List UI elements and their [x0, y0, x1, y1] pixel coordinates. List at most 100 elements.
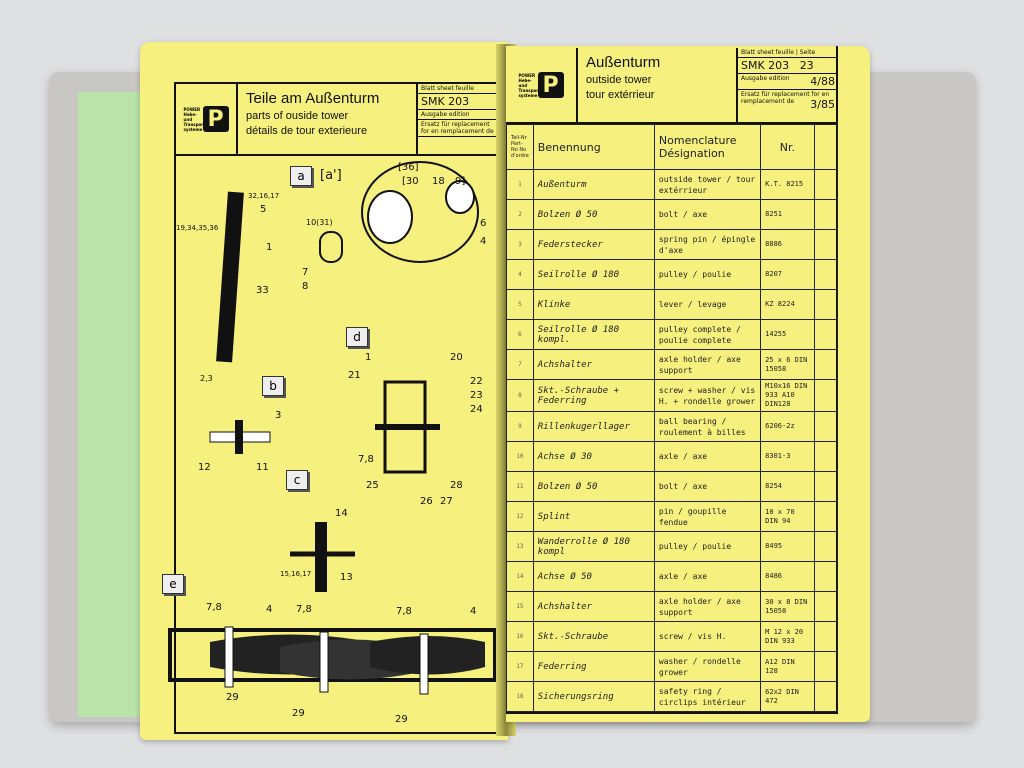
designation: pulley / poulie [653, 531, 762, 562]
empty-cell [813, 561, 839, 592]
part-name: Skt.-Schraube + Federring [532, 379, 655, 412]
table-header: Teil-Nr Part-No No d'ordre Benennung Nom… [506, 124, 839, 170]
title-de: Teile am Außenturm [246, 90, 380, 107]
part-name: Federstecker [532, 229, 655, 260]
title-de: Außenturm [586, 54, 661, 71]
part-name: Splint [532, 501, 655, 532]
empty-cell [813, 379, 839, 412]
part-number: 9 [506, 411, 534, 442]
callout: 4 [480, 236, 487, 247]
callout: 12 [198, 462, 211, 473]
empty-cell [813, 621, 839, 652]
sheet-meta: Blatt sheet feuille | Seite SMK 203 23 A… [736, 48, 838, 122]
part-name: Federring [532, 651, 655, 682]
part-number: 15 [506, 591, 534, 622]
part-name: Achse Ø 50 [532, 561, 655, 592]
title-fr: tour extérrieur [586, 89, 655, 101]
technical-drawing [168, 161, 497, 695]
empty-cell [813, 441, 839, 472]
empty-cell [813, 229, 839, 260]
empty-cell [813, 651, 839, 682]
designation: axle holder / axe support [653, 591, 762, 622]
edition: 4/88 [810, 75, 835, 88]
designation: pulley complete / poulie complete [653, 319, 762, 350]
view-label-a-prime: [a'] [320, 168, 342, 183]
order-number: 10 x 70 DIN 94 [760, 501, 815, 532]
order-number: 25 x 6 DIN 15058 [760, 349, 815, 380]
callout: 4 [266, 604, 273, 615]
callout: 4 [470, 606, 477, 617]
part-number: 13 [506, 531, 534, 562]
part-name: Achse Ø 30 [532, 441, 655, 472]
part-number: 17 [506, 651, 534, 682]
part-name: Skt.-Schraube [532, 621, 655, 652]
callout: 2,3 [200, 374, 213, 383]
callout: 27 [440, 496, 453, 507]
part-number: 5 [506, 289, 534, 320]
part-name: Seilrolle Ø 180 [532, 259, 655, 290]
callout: 10(31) [306, 218, 333, 227]
designation: screw + washer / vis H. + rondelle growe… [653, 379, 762, 412]
callout: 7,8 [206, 602, 222, 613]
callout: 24 [470, 404, 483, 415]
callout: 33 [256, 285, 269, 296]
order-number: 8301-3 [760, 441, 815, 472]
empty-cell [813, 169, 839, 200]
order-number: 6206-2z [760, 411, 815, 442]
designation: pin / goupille fendue [653, 501, 762, 532]
callout: 11 [256, 462, 269, 473]
callout: 7,8 [396, 606, 412, 617]
designation: bolt / axe [653, 199, 762, 230]
empty-cell [813, 199, 839, 230]
sheet-meta: Blatt sheet feuille SMK 203 Ausgabe edit… [416, 84, 500, 154]
order-number: 8886 [760, 229, 815, 260]
designation: ball bearing / roulement à billes [653, 411, 762, 442]
callout: 18 [432, 176, 445, 187]
callout: 1 [365, 352, 372, 363]
designation: bolt / axe [653, 471, 762, 502]
callout: 7,8 [296, 604, 312, 615]
order-number: M10x16 DIN 933 A10 DIN128 [760, 379, 815, 412]
empty-cell [813, 471, 839, 502]
part-number: 7 [506, 349, 534, 380]
part-number: 6 [506, 319, 534, 350]
callout: 5 [260, 204, 267, 215]
empty-cell [813, 681, 839, 712]
view-label-c: c [286, 470, 308, 490]
part-number: 16 [506, 621, 534, 652]
part-number: 18 [506, 681, 534, 712]
callout: 1 [266, 242, 273, 253]
callout: 29 [226, 692, 239, 703]
order-number: KZ 8224 [760, 289, 815, 320]
title-en: parts of ouside tower [246, 110, 349, 122]
part-number: 11 [506, 471, 534, 502]
designation: washer / rondelle grower [653, 651, 762, 682]
part-name: Außenturm [532, 169, 655, 200]
callout: 13 [340, 572, 353, 583]
view-label-b: b [262, 376, 284, 396]
callout: 19,34,35,36 [176, 224, 219, 232]
callout: 7,8 [358, 454, 374, 465]
callout: 32,16,17 [248, 192, 280, 200]
callout: 28 [450, 480, 463, 491]
part-number: 12 [506, 501, 534, 532]
order-number: 62x2 DIN 472 [760, 681, 815, 712]
title-fr: détails de tour exterieure [246, 125, 368, 137]
order-number: 8486 [760, 561, 815, 592]
designation: pulley / poulie [653, 259, 762, 290]
designation: safety ring / circlips intérieur [653, 681, 762, 712]
designation: outside tower / tour extérrieur [653, 169, 762, 200]
